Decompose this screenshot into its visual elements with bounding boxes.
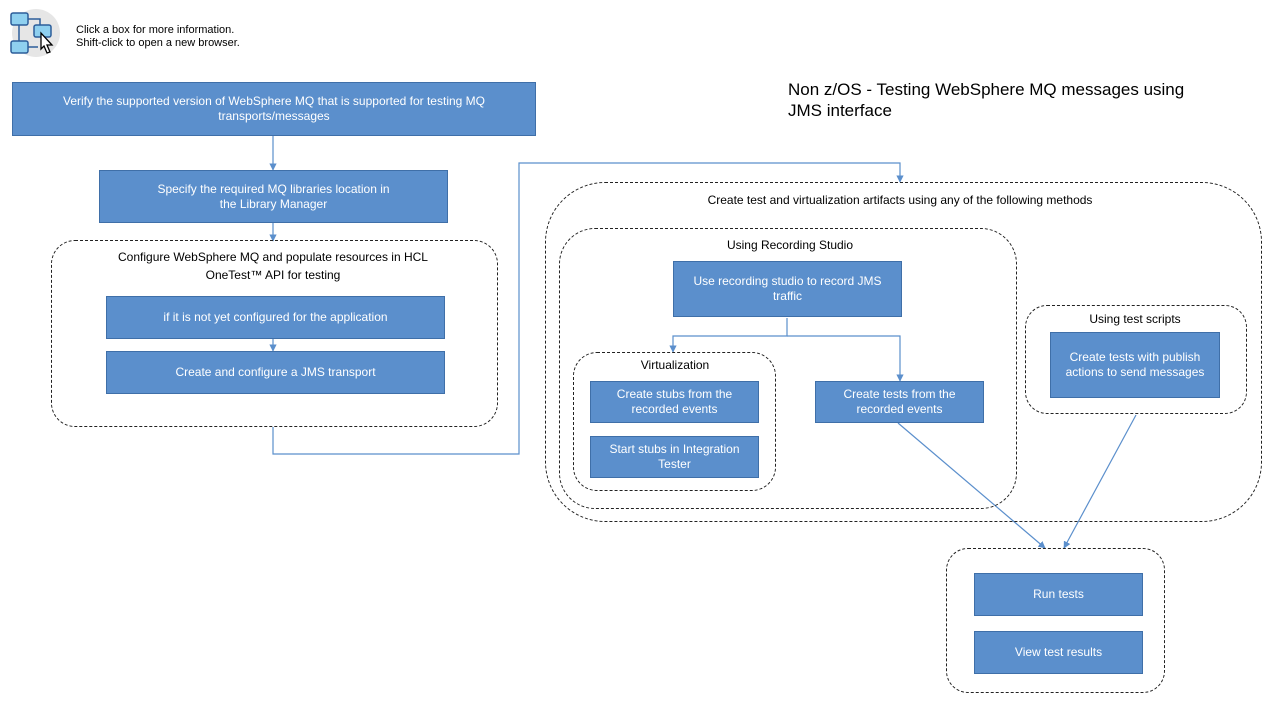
- specify-mq-libraries-box[interactable]: Specify the required MQ libraries locati…: [99, 170, 448, 223]
- publish-tests-box[interactable]: Create tests with publish actions to sen…: [1050, 332, 1220, 398]
- title-line-1: Non z/OS - Testing WebSphere MQ messages…: [788, 80, 1185, 99]
- recording-studio-label: Using Recording Studio: [726, 238, 854, 252]
- test-scripts-group: [1025, 305, 1247, 414]
- configure-mq-group-label: Configure WebSphere MQ and populate reso…: [118, 250, 428, 282]
- arrow-record-to-virtualization: [669, 318, 788, 353]
- verify-mq-version-box[interactable]: Verify the supported version of WebSpher…: [12, 82, 536, 136]
- artifacts-group: [545, 182, 1262, 522]
- create-jms-transport-box[interactable]: Create and configure a JMS transport: [106, 351, 445, 394]
- recording-studio-group: [559, 228, 1017, 509]
- run-tests-group: [946, 548, 1165, 693]
- virtualization-label: Virtualization: [640, 358, 710, 372]
- hint-line-1: Click a box for more information.: [76, 24, 235, 36]
- create-stubs-box[interactable]: Create stubs from the recorded events: [590, 381, 759, 423]
- arrow-record-to-create-tests: [787, 335, 904, 382]
- test-scripts-label: Using test scripts: [1089, 312, 1181, 326]
- not-configured-box[interactable]: if it is not yet configured for the appl…: [106, 296, 445, 339]
- configure-mq-group: [51, 240, 498, 427]
- hint-line-2: Shift-click to open a new browser.: [76, 37, 240, 49]
- flowchart-click-icon: [8, 7, 60, 59]
- start-stubs-box[interactable]: Start stubs in Integration Tester: [590, 436, 759, 478]
- header-hint: Click a box for more information. Shift-…: [76, 24, 316, 50]
- artifacts-group-label: Create test and virtualization artifacts…: [707, 193, 1093, 207]
- create-tests-recorded-box[interactable]: Create tests from the recorded events: [815, 381, 984, 423]
- view-test-results-box[interactable]: View test results: [974, 631, 1143, 674]
- arrow-publish-to-run: [1063, 414, 1137, 549]
- virtualization-group: [573, 352, 776, 491]
- run-tests-box[interactable]: Run tests: [974, 573, 1143, 616]
- arrow-create-tests-to-run: [897, 422, 1046, 549]
- arrow-configure-to-artifacts: [272, 162, 904, 455]
- title-line-2: JMS interface: [788, 101, 892, 120]
- diagram-title: Non z/OS - Testing WebSphere MQ messages…: [788, 79, 1258, 121]
- record-jms-traffic-box[interactable]: Use recording studio to record JMS traff…: [673, 261, 902, 317]
